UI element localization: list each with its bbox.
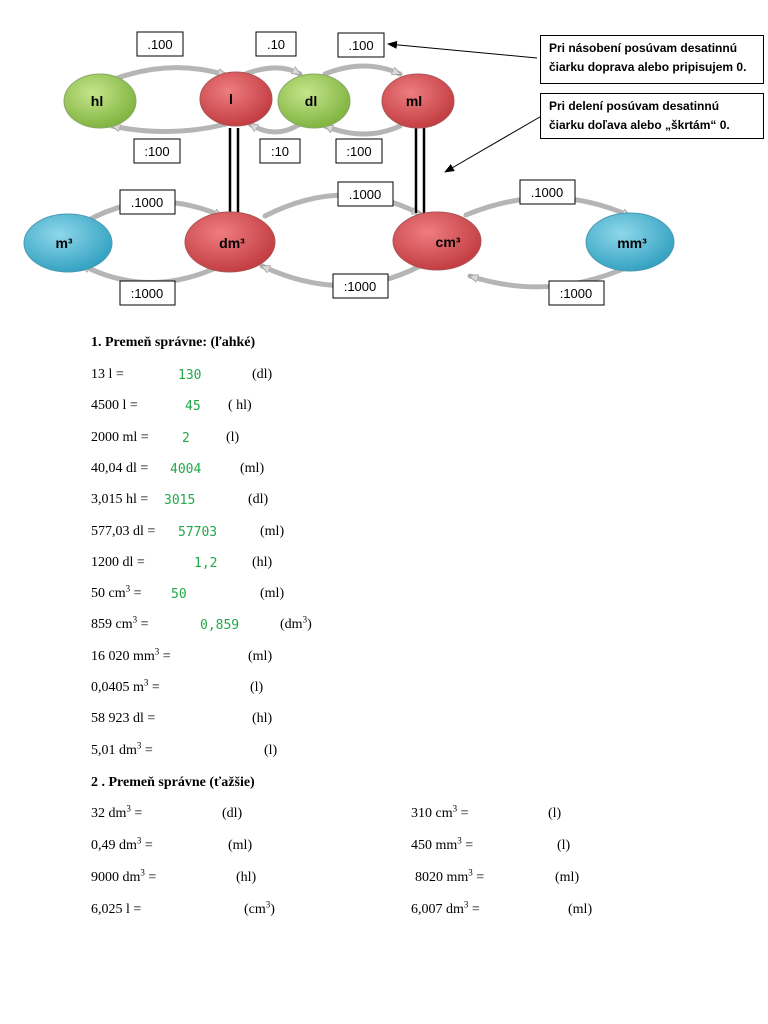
conversion-expression: 0,49 dm3 =: [91, 835, 153, 853]
node-label-ml: ml: [406, 93, 422, 109]
node-m3: m³: [23, 213, 113, 273]
target-unit: (l): [264, 742, 278, 758]
target-unit: (l): [226, 429, 240, 445]
target-unit: (l): [557, 838, 571, 853]
conversion-answer: 2: [182, 430, 190, 446]
target-unit: (ml): [248, 648, 273, 664]
svg-text:.1000: .1000: [131, 195, 164, 210]
conversion-expression: 2000 ml =: [91, 429, 149, 445]
target-unit: (dm3): [280, 614, 312, 633]
factor-box: .1000: [337, 181, 394, 207]
node-ml: ml: [381, 73, 455, 129]
target-unit: (cm3): [244, 899, 275, 917]
svg-text::1000: :1000: [344, 279, 377, 294]
conversion-expression: 6,025 l =: [91, 902, 142, 917]
conversion-answer: 4004: [170, 461, 202, 477]
node-label-m3: m³: [55, 235, 72, 251]
target-unit: (ml): [260, 586, 285, 602]
node-dl: dl: [277, 73, 351, 129]
conversion-expression: 5,01 dm3 =: [91, 739, 153, 758]
target-unit: (l): [250, 680, 264, 695]
target-unit: (l): [548, 806, 562, 821]
conversion-answer: 45: [185, 399, 201, 415]
svg-text:.100: .100: [147, 37, 172, 52]
conversion-expression: 40,04 dl =: [91, 460, 149, 476]
factor-box: .1000: [519, 179, 576, 205]
node-label-dl: dl: [305, 93, 317, 109]
target-unit: (hl): [252, 554, 273, 570]
svg-text:.1000: .1000: [531, 185, 564, 200]
conversion-answer: 130: [178, 368, 202, 383]
node-label-dm3: dm³: [219, 235, 245, 251]
conversion-expression: 310 cm3 =: [411, 803, 469, 821]
node-cm3: cm³: [392, 211, 482, 271]
svg-text:.1000: .1000: [349, 187, 382, 202]
node-l: l: [199, 71, 273, 127]
conversion-expression: 16 020 mm3 =: [91, 646, 171, 664]
factor-box: :1000: [332, 273, 389, 299]
note-multiply: Pri násobení posúvam desatinnú čiarku do…: [540, 35, 764, 84]
factor-box: :100: [335, 138, 383, 164]
conversion-expression: 859 cm3 =: [91, 614, 149, 633]
target-unit: (ml): [228, 838, 253, 853]
target-unit: (dl): [252, 367, 273, 382]
conversion-expression: 32 dm3 =: [91, 803, 143, 821]
target-unit: (ml): [240, 460, 265, 476]
conversion-answer: 50: [171, 587, 187, 603]
target-unit: (dl): [248, 492, 269, 508]
conversion-expression: 1200 dl =: [91, 554, 145, 570]
conversion-expression: 6,007 dm3 =: [411, 899, 480, 917]
factor-box: .100: [136, 31, 184, 57]
conversion-answer: 0,859: [200, 618, 240, 634]
conversion-answer: 57703: [178, 524, 218, 540]
svg-text::1000: :1000: [131, 286, 164, 301]
node-dm3: dm³: [184, 211, 276, 273]
section2-title: 2 . Premeň správne (ťažšie): [91, 775, 255, 790]
factor-box: :1000: [548, 280, 605, 306]
svg-text::100: :100: [346, 144, 371, 159]
conversion-expression: 9000 dm3 =: [91, 867, 157, 885]
target-unit: (ml): [555, 870, 580, 885]
conversion-expression: 577,03 dl =: [91, 523, 156, 539]
note-divide: Pri delení posúvam desatinnú čiarku doľa…: [540, 93, 764, 139]
svg-text:.10: .10: [267, 37, 285, 52]
section1-title: 1. Premeň správne: (ľahké): [91, 335, 256, 350]
factor-box: :10: [259, 138, 301, 164]
target-unit: (hl): [252, 711, 273, 727]
svg-text::100: :100: [144, 144, 169, 159]
svg-text::10: :10: [271, 144, 289, 159]
target-unit: (hl): [236, 870, 257, 885]
target-unit: (ml): [568, 902, 593, 917]
node-label-mm3: mm³: [617, 235, 647, 251]
conversion-answer: 3015: [164, 493, 196, 509]
node-mm3: mm³: [585, 212, 675, 272]
conversion-expression: 3,015 hl =: [91, 492, 149, 508]
factor-box: .10: [255, 31, 297, 57]
svg-text:.100: .100: [348, 38, 373, 53]
node-label-l: l: [229, 91, 233, 107]
conversion-expression: 8020 mm3 =: [415, 867, 485, 885]
conversion-expression: 0,0405 m3 =: [91, 677, 160, 695]
node-label-cm3: cm³: [436, 234, 461, 250]
target-unit: (ml): [260, 523, 285, 539]
factor-box: .100: [337, 32, 385, 58]
factor-box: :100: [133, 138, 181, 164]
svg-text::1000: :1000: [560, 286, 593, 301]
conversion-expression: 13 l =: [91, 367, 124, 382]
conversion-expression: 58 923 dl =: [91, 711, 156, 727]
conversion-expression: 4500 l =: [91, 398, 138, 414]
conversion-expression: 450 mm3 =: [411, 835, 474, 853]
factor-box: .1000: [119, 189, 176, 215]
target-unit: (dl): [222, 806, 243, 821]
target-unit: ( hl): [228, 398, 252, 414]
unit-conversion-diagram: hl l dl ml m³ dm³ cm³ mm³: [23, 31, 675, 306]
conversion-expression: 50 cm3 =: [91, 583, 142, 602]
factor-box: :1000: [119, 280, 176, 306]
conversion-answer: 1,2: [194, 555, 218, 571]
node-label-hl: hl: [91, 93, 103, 109]
node-hl: hl: [63, 73, 137, 129]
